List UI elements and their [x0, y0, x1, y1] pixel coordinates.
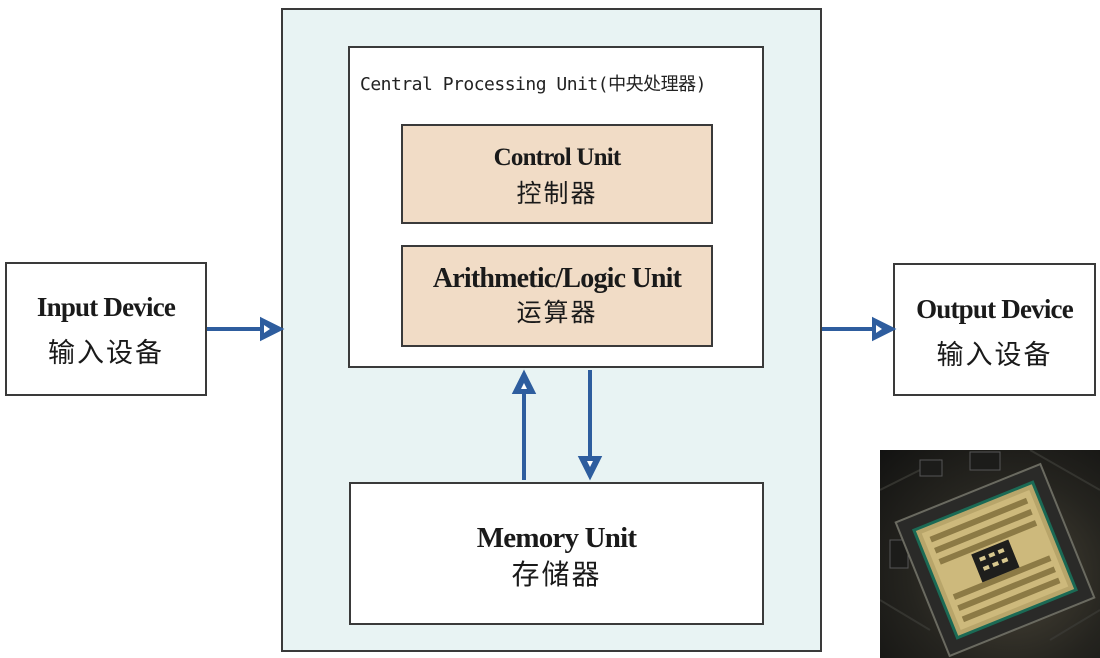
- memory-unit-label-zh: 存储器: [511, 558, 602, 591]
- output-device-label-zh: 输入设备: [936, 340, 1053, 371]
- alu-label-en: Arithmetic/Logic Unit: [432, 263, 682, 294]
- output-arrow-head: [872, 316, 897, 342]
- input-device-label-en: Input Device: [36, 292, 176, 322]
- memory-unit-label-en: Memory Unit: [476, 522, 637, 554]
- output-device-label-en: Output Device: [916, 294, 1074, 324]
- output-device-box: Output Device 输入设备: [893, 263, 1096, 396]
- input-device-box: Input Device 输入设备: [5, 262, 207, 396]
- memory-unit-box: Memory Unit 存储器: [349, 482, 764, 625]
- alu-box: Arithmetic/Logic Unit 运算器: [401, 245, 713, 347]
- control-unit-label-en: Control Unit: [493, 144, 622, 171]
- cpu-chip-photo: [880, 450, 1100, 658]
- input-arrow-head: [260, 316, 285, 342]
- alu-label-zh: 运算器: [516, 298, 598, 327]
- input-device-label-zh: 输入设备: [48, 338, 164, 369]
- cpu-title: Central Processing Unit(中央处理器): [360, 74, 706, 95]
- control-unit-label-zh: 控制器: [516, 179, 598, 208]
- control-unit-box: Control Unit 控制器: [401, 124, 713, 224]
- cpu-chip-image: [880, 450, 1100, 658]
